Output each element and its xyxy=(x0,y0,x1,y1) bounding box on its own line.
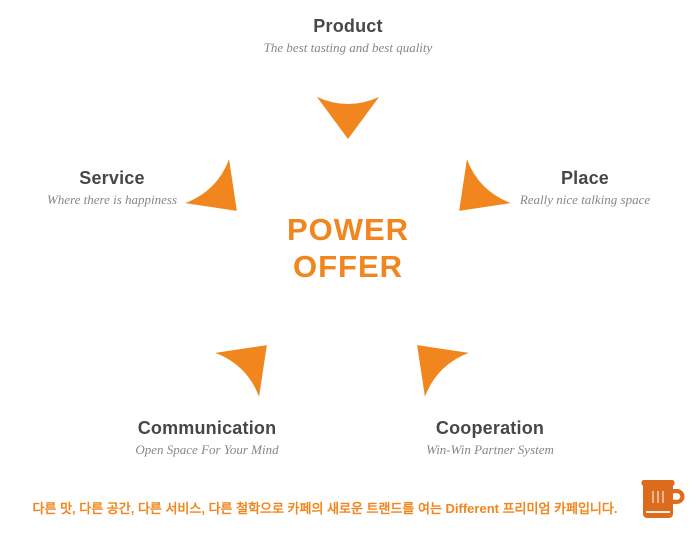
coffee-mug-icon xyxy=(640,473,686,523)
center-title-line1: POWER xyxy=(286,212,410,247)
node-product-subtitle: The best tasting and best quality xyxy=(263,40,433,55)
node-place-subtitle: Really nice talking space xyxy=(519,192,651,207)
node-product: Product The best tasting and best qualit… xyxy=(0,16,696,56)
node-service-subtitle: Where there is happiness xyxy=(46,192,178,207)
product-arrowhead-icon xyxy=(315,94,381,142)
node-service-title: Service xyxy=(79,168,145,188)
node-place: Place Really nice talking space xyxy=(490,168,680,208)
service-arrowhead-icon xyxy=(182,156,263,237)
node-cooperation: Cooperation Win-Win Partner System xyxy=(370,418,610,458)
node-communication-subtitle: Open Space For Your Mind xyxy=(135,442,279,457)
cooperation-arrowhead-icon xyxy=(392,320,473,401)
center-title: POWER OFFER xyxy=(0,211,696,285)
place-arrowhead-icon xyxy=(434,156,515,237)
node-cooperation-title: Cooperation xyxy=(435,418,545,438)
node-cooperation-subtitle: Win-Win Partner System xyxy=(426,442,554,457)
node-product-title: Product xyxy=(313,16,383,36)
communication-arrowhead-icon xyxy=(212,320,293,401)
center-title-line2: OFFER xyxy=(292,249,404,284)
node-service: Service Where there is happiness xyxy=(17,168,207,208)
node-communication-title: Communication xyxy=(137,418,277,438)
node-communication: Communication Open Space For Your Mind xyxy=(87,418,327,458)
node-place-title: Place xyxy=(560,168,610,188)
footer-tagline: 다른 맛, 다른 공간, 다른 서비스, 다른 철학으로 카페의 새로운 트랜드… xyxy=(32,501,618,516)
